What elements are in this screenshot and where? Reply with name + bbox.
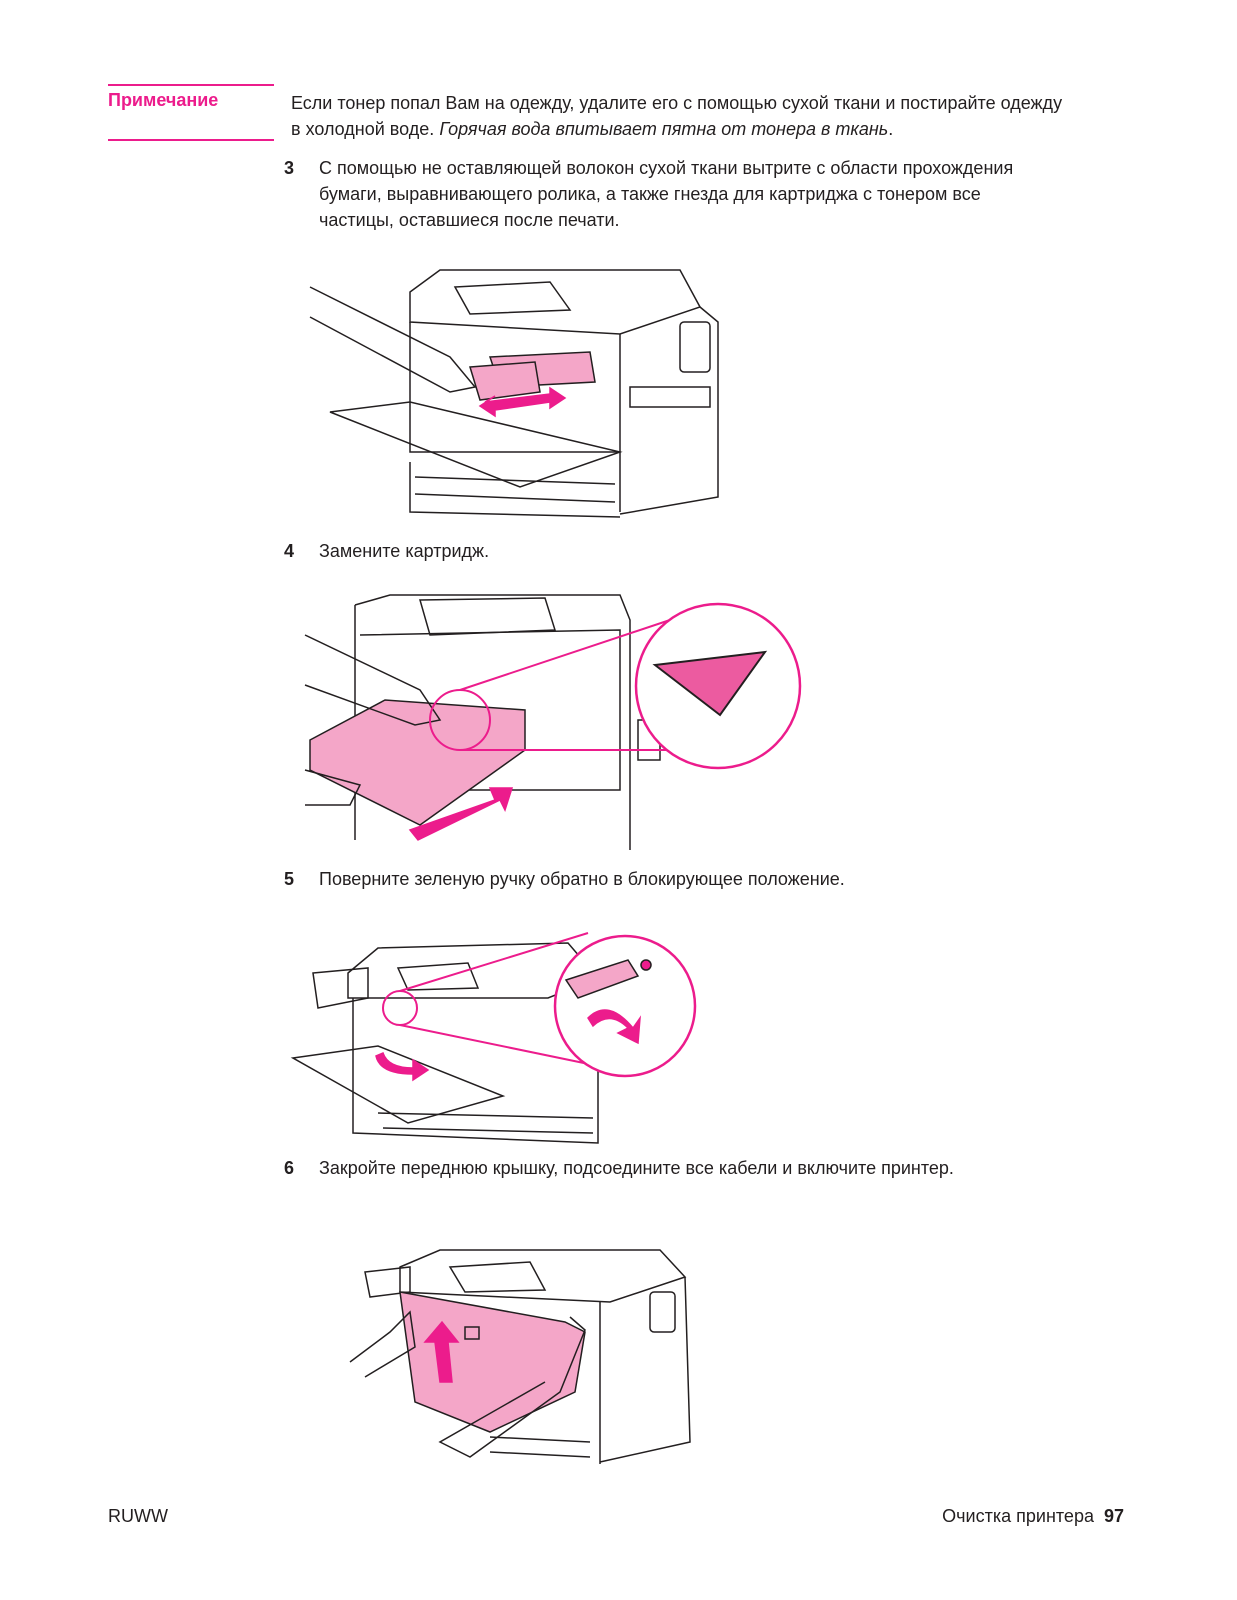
side-panel-handle xyxy=(649,1291,676,1333)
side-panel-handle xyxy=(679,321,711,373)
step-text: Замените картридж. xyxy=(319,538,489,564)
step-6: 6 Закройте переднюю крышку, подсоедините… xyxy=(284,1155,1124,1185)
zoom-connector-lines xyxy=(399,932,609,1069)
printer-top xyxy=(399,1249,687,1303)
step-line: бумаги, выравнивающего ролика, а также г… xyxy=(319,184,981,204)
step-text: Закройте переднюю крышку, подсоедините в… xyxy=(319,1155,954,1181)
step-number: 5 xyxy=(284,869,295,889)
cleaning-cloth xyxy=(469,361,541,401)
hand-top xyxy=(304,634,442,726)
hp-logo xyxy=(464,1326,480,1340)
paper-trays xyxy=(409,462,621,518)
footer-page-number: 97 xyxy=(1103,1506,1124,1526)
step-line: С помощью не оставляющей волокон сухой т… xyxy=(319,158,1014,178)
step-number: 6 xyxy=(284,1158,295,1178)
step-line: Закройте переднюю крышку, подсоедините в… xyxy=(319,1158,954,1178)
step-line: частицы, оставшиеся после печати. xyxy=(319,210,620,230)
front-door-open xyxy=(329,401,623,488)
zoom-connector-lines xyxy=(459,619,680,751)
step-text: С помощью не оставляющей волокон сухой т… xyxy=(319,155,1013,233)
control-panel xyxy=(419,597,557,636)
footer-section-page: Очистка принтера 97 xyxy=(942,1506,1124,1527)
note-line-2-plain: в холодной воде. xyxy=(291,119,440,139)
hand-left xyxy=(309,286,477,393)
step-line: Поверните зеленую ручку обратно в блокир… xyxy=(319,869,845,889)
note-label: Примечание xyxy=(108,90,219,110)
output-tray xyxy=(364,1266,411,1298)
zoom-detail-circle xyxy=(553,934,697,1078)
note-line-2-end: . xyxy=(888,119,894,139)
insert-arrow xyxy=(408,787,514,841)
note-text: Если тонер попал Вам на одежду, удалите … xyxy=(291,90,1131,142)
printer-body xyxy=(619,306,719,515)
toner-cartridge xyxy=(309,699,526,826)
rotate-arrow xyxy=(375,1051,430,1082)
figure-cleaning-printer xyxy=(300,262,730,524)
hand-left xyxy=(349,1310,416,1378)
green-handle xyxy=(564,959,640,999)
front-cover xyxy=(399,1291,586,1433)
note-top-rule xyxy=(108,84,274,86)
figure-close-cover xyxy=(330,1242,692,1464)
step-5: 5 Поверните зеленую ручку обратно в блок… xyxy=(284,866,1124,896)
output-tray xyxy=(312,967,369,1009)
paper-trays xyxy=(377,1112,594,1134)
note-line-1: Если тонер попал Вам на одежду, удалите … xyxy=(291,93,1063,113)
rotate-arrow-detail xyxy=(587,1009,641,1045)
control-panel xyxy=(453,281,572,315)
note-line-2-italic: Горячая вода впитывает пятна от тонера в… xyxy=(439,119,889,139)
printer-body xyxy=(599,1276,691,1464)
note-bottom-rule xyxy=(108,139,274,141)
paper-trays xyxy=(489,1436,591,1458)
control-panel xyxy=(448,1261,547,1293)
step-4: 4 Замените картридж. xyxy=(284,538,1124,568)
side-slot xyxy=(629,386,711,408)
figure-rotate-handle xyxy=(288,918,713,1146)
step-text: Поверните зеленую ручку обратно в блокир… xyxy=(319,866,845,892)
triangle-alignment-mark xyxy=(652,650,768,717)
step-line: Замените картридж. xyxy=(319,541,490,561)
printer-top xyxy=(409,269,702,335)
footer-section-title: Очистка принтера xyxy=(942,1506,1094,1526)
step-number: 4 xyxy=(284,541,295,561)
up-arrow xyxy=(423,1320,460,1383)
handle-pivot xyxy=(640,959,652,971)
printer-opening xyxy=(359,629,621,791)
direction-arrow xyxy=(478,386,567,418)
footer-doc-code: RUWW xyxy=(108,1506,168,1526)
step-number: 3 xyxy=(284,158,295,178)
control-panel xyxy=(396,962,480,991)
note-line-2: в холодной воде. Горячая вода впитывает … xyxy=(291,116,1131,142)
front-door-open xyxy=(290,1045,506,1124)
zoom-source-circle xyxy=(382,990,418,1026)
figure-replace-cartridge xyxy=(300,590,805,852)
hand-right xyxy=(438,1316,586,1458)
step-3: 3 С помощью не оставляющей волокон сухой… xyxy=(284,155,1124,235)
hand-bottom xyxy=(304,769,362,806)
printer-front-opening xyxy=(409,322,620,453)
